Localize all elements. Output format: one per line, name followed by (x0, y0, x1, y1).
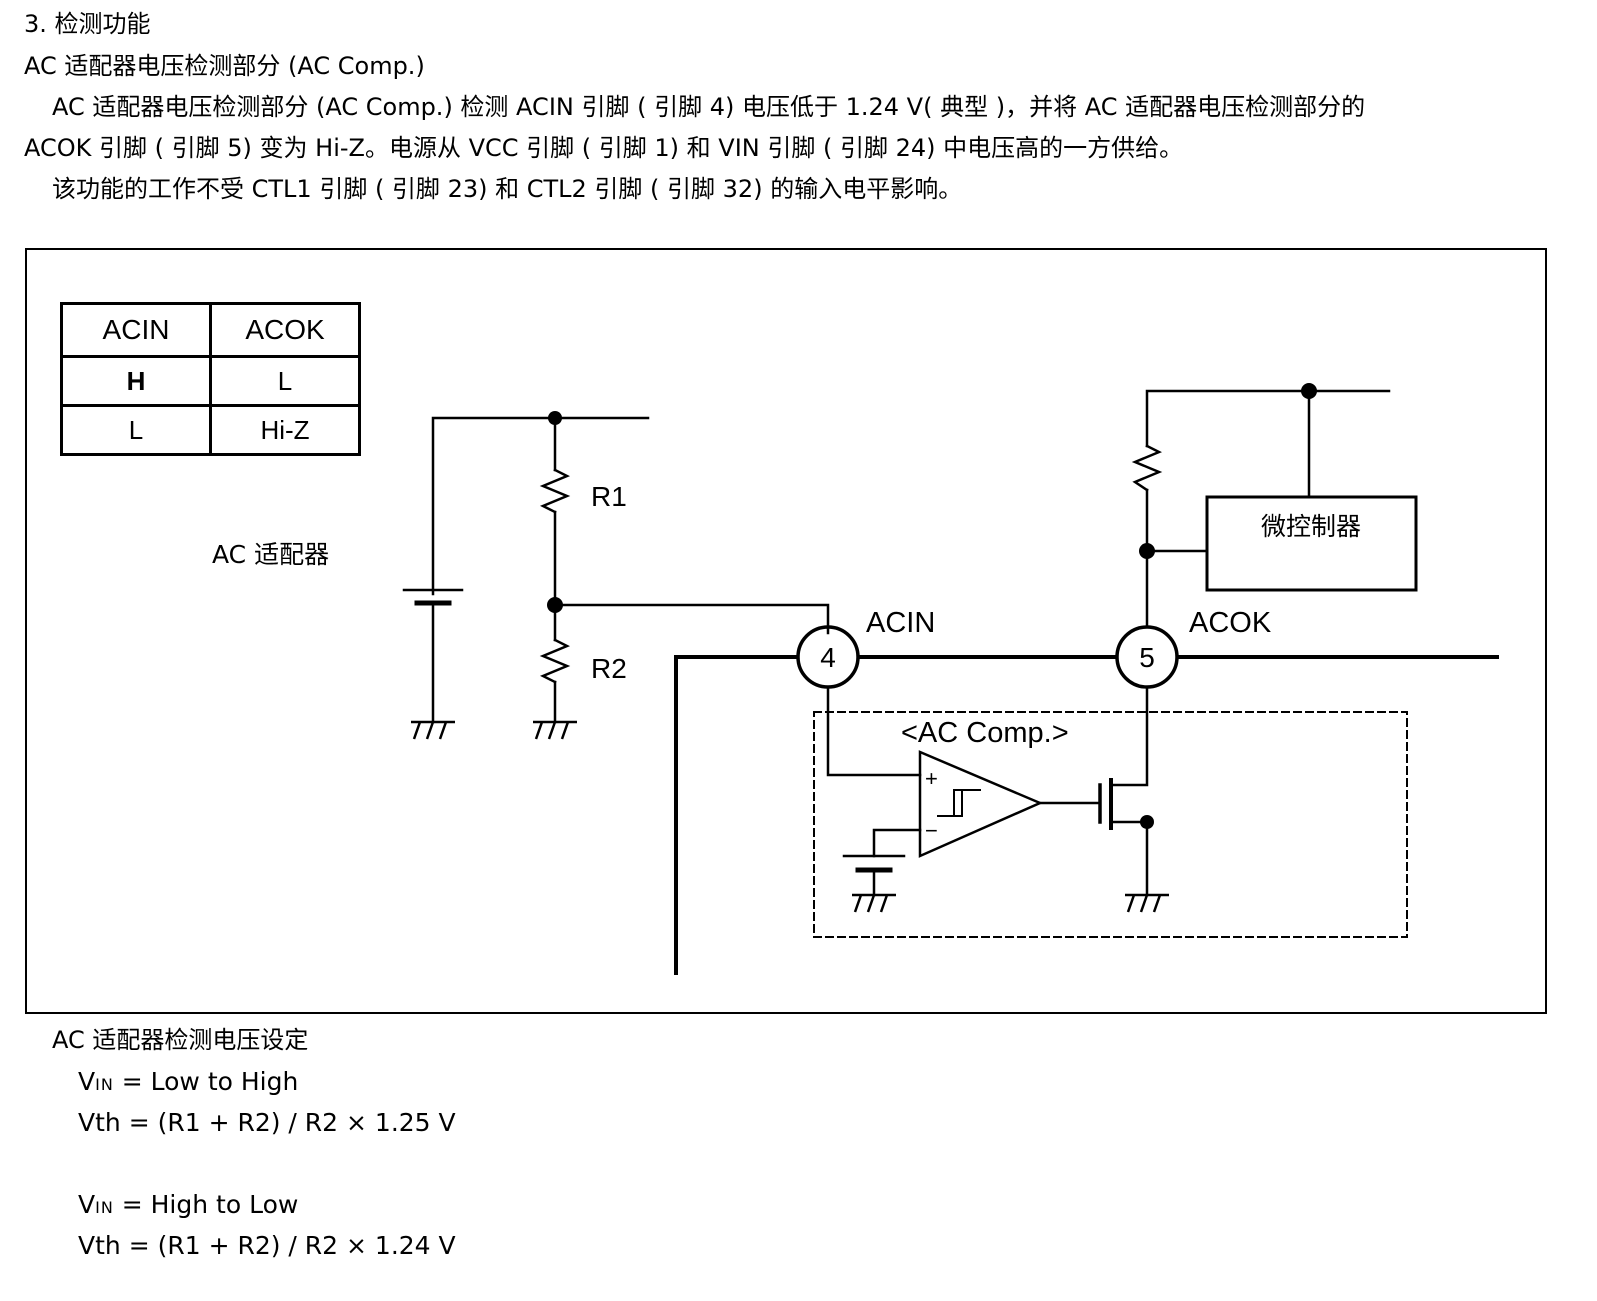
ic-boundary (674, 655, 799, 975)
ground-symbol-reference (852, 893, 896, 913)
truth-table-row: L Hi-Z (60, 404, 361, 456)
comparator (918, 750, 1044, 858)
vin-symbol: V (78, 1190, 96, 1219)
condition-text: = High to Low (113, 1190, 299, 1219)
truth-table-cell: L (209, 355, 361, 407)
condition-text: = Low to High (113, 1067, 299, 1096)
truth-table-header-acin: ACIN (60, 302, 212, 358)
hysteresis-symbol (937, 789, 981, 817)
resistor-r1 (539, 468, 571, 514)
vin-condition-2: VIN = High to Low (78, 1189, 298, 1224)
r1-label: R1 (591, 481, 627, 512)
microcontroller-block (1205, 495, 1418, 592)
junction-dot-supply (1301, 383, 1317, 399)
hysteresis-symbol-2 (945, 789, 963, 817)
resistor-pullup (1131, 444, 1163, 492)
mosfet-source (1109, 820, 1149, 897)
truth-table: ACIN ACOK H L L Hi-Z (60, 302, 361, 456)
truth-table-header-row: ACIN ACOK (60, 302, 361, 358)
pin5-number: 5 (1139, 642, 1155, 673)
comparator-plus: + (925, 766, 938, 791)
vin-condition-1: VIN = Low to High (78, 1066, 298, 1101)
ac-adapter-label: AC 适配器 (212, 540, 329, 569)
wire-adapter-top (431, 416, 650, 596)
r2-label: R2 (591, 653, 627, 684)
ground-symbol-mosfet (1125, 893, 1169, 913)
wire-minus-reference (872, 828, 922, 858)
truth-table-cell: H (60, 355, 212, 407)
truth-table-cell: L (60, 404, 212, 456)
vth-formula-1: Vth = (R1 + R2) / R2 × 1.25 V (78, 1108, 456, 1137)
acok-pin-label: ACOK (1189, 607, 1272, 639)
paragraph-2: 该功能的工作不受 CTL1 引脚 ( 引脚 23) 和 CTL2 引脚 ( 引脚… (52, 175, 963, 203)
section-heading: 3. 检测功能 (24, 10, 151, 38)
junction-dot-acok (1139, 543, 1155, 559)
ac-comp-block (813, 711, 1408, 938)
setting-title: AC 适配器检测电压设定 (52, 1026, 309, 1054)
truth-table-row: H L (60, 355, 361, 407)
microcontroller-label: 微控制器 (1261, 512, 1361, 541)
vin-symbol: V (78, 1067, 96, 1096)
resistor-r2 (539, 638, 571, 684)
junction-dot-divider (547, 597, 563, 613)
ac-comp-label: <AC Comp.> (901, 717, 1069, 749)
truth-table-cell: Hi-Z (209, 404, 361, 456)
junction-dot-source (1140, 815, 1154, 829)
wire-pin4-to-plus (826, 685, 922, 777)
wire-divider-to-pin4 (553, 603, 830, 635)
vin-subscript: IN (95, 1198, 114, 1217)
wire-supply-top (1145, 389, 1391, 448)
vin-subscript: IN (95, 1075, 114, 1094)
paragraph-line-2: ACOK 引脚 ( 引脚 5) 变为 Hi-Z。电源从 VCC 引脚 ( 引脚 … (24, 134, 1184, 162)
vth-formula-2: Vth = (R1 + R2) / R2 × 1.24 V (78, 1231, 456, 1260)
mosfet-drain (1109, 685, 1149, 787)
truth-table-header-acok: ACOK (209, 302, 361, 358)
ground-symbol-adapter (411, 720, 455, 740)
junction-dot-r1-top (548, 411, 562, 425)
pin4-number: 4 (820, 642, 836, 673)
acin-pin-label: ACIN (866, 607, 935, 639)
ground-symbol-r2 (533, 720, 577, 740)
section-subheading: AC 适配器电压检测部分 (AC Comp.) (24, 52, 425, 80)
comparator-minus: − (925, 818, 938, 843)
circuit-figure-frame (25, 248, 1547, 1014)
paragraph-line-1: AC 适配器电压检测部分 (AC Comp.) 检测 ACIN 引脚 ( 引脚 … (52, 93, 1366, 121)
